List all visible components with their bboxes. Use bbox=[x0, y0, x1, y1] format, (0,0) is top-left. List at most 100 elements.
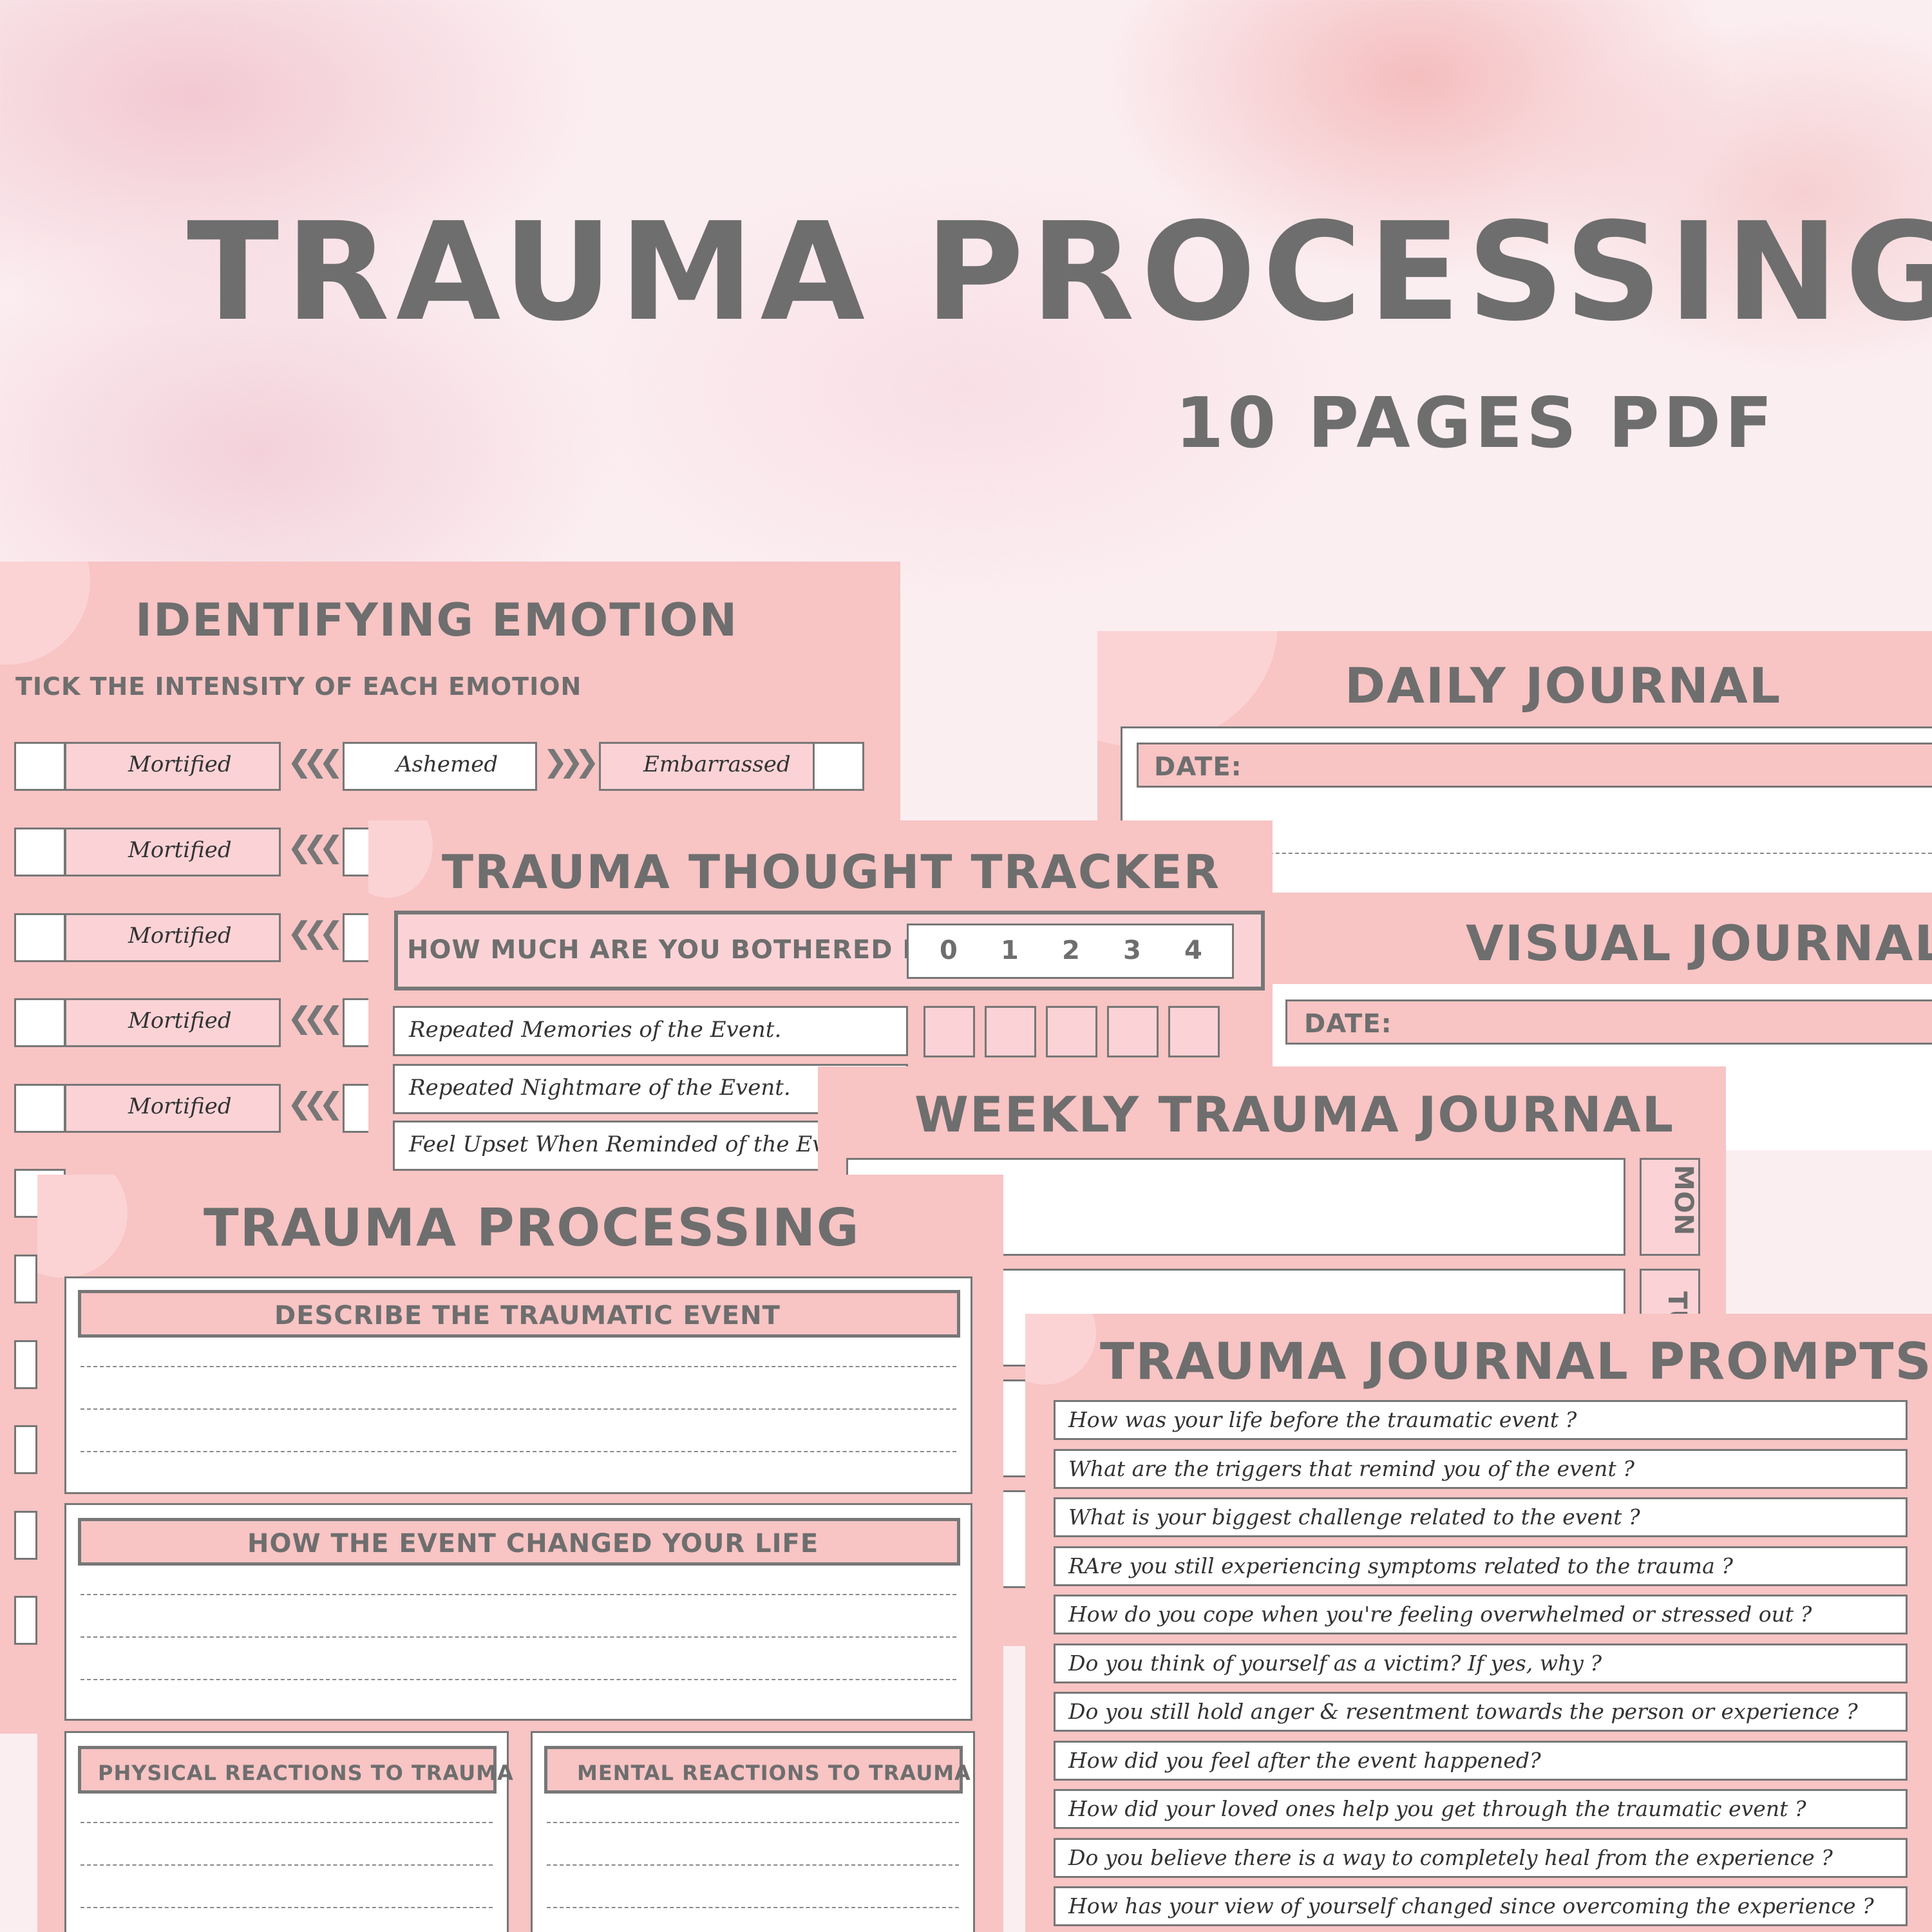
prompt-text: Do you think of yourself as a victim? If… bbox=[1068, 1651, 1602, 1676]
emotion-label-box: Mortified bbox=[64, 742, 281, 791]
rating-box[interactable] bbox=[1107, 1006, 1159, 1057]
decor-blob bbox=[0, 562, 90, 665]
thought-tracker-title: TRAUMA THOUGHT TRACKER bbox=[442, 845, 1221, 899]
tick-box[interactable] bbox=[14, 1255, 37, 1303]
emotion-label: Mortified bbox=[128, 923, 232, 949]
section-header: DESCRIBE THE TRAUMATIC EVENT bbox=[78, 1290, 960, 1338]
prompt-item: How do you cope when you're feeling over… bbox=[1054, 1595, 1908, 1634]
tick-box[interactable] bbox=[14, 998, 66, 1047]
chevron-left-icon: ❮❮❮ bbox=[287, 744, 344, 779]
bother-scale-bar: HOW MUCH ARE YOU BOTHERED BY 0 1 2 3 4 bbox=[394, 911, 1265, 990]
date-field[interactable]: DATE: bbox=[1285, 999, 1932, 1045]
identifying-emotion-instruction: TICK THE INTENSITY OF EACH EMOTION bbox=[15, 672, 582, 701]
writing-line bbox=[547, 1907, 959, 1908]
trauma-processing-page: TRAUMA PROCESSING DESCRIBE THE TRAUMATIC… bbox=[37, 1175, 1003, 1932]
prompt-text: What are the triggers that remind you of… bbox=[1068, 1456, 1634, 1481]
tick-box[interactable] bbox=[14, 1340, 37, 1389]
tick-box[interactable] bbox=[14, 1084, 66, 1133]
prompt-item: What are the triggers that remind you of… bbox=[1054, 1449, 1908, 1489]
emotion-label-box: Mortified bbox=[64, 828, 281, 876]
writing-line bbox=[547, 1822, 959, 1823]
prompt-item: Do you think of yourself as a victim? If… bbox=[1054, 1643, 1908, 1683]
emotion-label-box: Ashemed bbox=[343, 742, 537, 791]
writing-line bbox=[80, 1408, 956, 1410]
scale-value: 2 bbox=[1062, 936, 1081, 965]
prompt-item: What is your biggest challenge related t… bbox=[1054, 1497, 1908, 1537]
date-field[interactable]: DATE: bbox=[1137, 743, 1932, 788]
main-title: TRAUMA PROCESSING bbox=[187, 193, 1932, 351]
emotion-label-box: Mortified bbox=[64, 913, 281, 962]
describe-event-section: DESCRIBE THE TRAUMATIC EVENT bbox=[64, 1276, 972, 1494]
rating-box[interactable] bbox=[1046, 1006, 1097, 1057]
tracker-item-label: Feel Upset When Reminded of the Event. bbox=[409, 1132, 867, 1157]
tick-box[interactable] bbox=[14, 1596, 37, 1645]
daily-journal-title: DAILY JOURNAL bbox=[1345, 657, 1782, 714]
event-changed-life-section: HOW THE EVENT CHANGED YOUR LIFE bbox=[64, 1503, 972, 1721]
prompt-item: Do you still hold anger & resentment tow… bbox=[1054, 1692, 1908, 1732]
rating-box[interactable] bbox=[923, 1006, 975, 1057]
day-label-box: MON bbox=[1640, 1158, 1700, 1256]
writing-line bbox=[80, 1822, 493, 1823]
section-header-label: MENTAL REACTIONS TO TRAUMA bbox=[577, 1761, 971, 1785]
section-header-label: DESCRIBE THE TRAUMATIC EVENT bbox=[274, 1301, 781, 1331]
prompt-item: Do you believe there is a way to complet… bbox=[1054, 1838, 1908, 1878]
prompt-item: How did your loved ones help you get thr… bbox=[1054, 1789, 1908, 1829]
prompt-item: How has your view of yourself changed si… bbox=[1054, 1886, 1908, 1926]
chevron-left-icon: ❮❮❮ bbox=[287, 829, 344, 864]
writing-line bbox=[1121, 853, 1932, 854]
writing-line bbox=[547, 1864, 959, 1866]
scale-value: 0 bbox=[940, 936, 958, 965]
weekly-journal-title: WEEKLY TRAUMA JOURNAL bbox=[914, 1086, 1675, 1143]
writing-line bbox=[80, 1636, 956, 1638]
emotion-label: Mortified bbox=[128, 752, 232, 777]
visual-journal-title: VISUAL JOURNAL bbox=[1466, 914, 1932, 972]
prompt-text: Do you still hold anger & resentment tow… bbox=[1068, 1699, 1858, 1724]
mental-reactions-section: MENTAL REACTIONS TO TRAUMA bbox=[531, 1731, 975, 1932]
prompt-text: How did you feel after the event happene… bbox=[1068, 1748, 1541, 1773]
decor-blob bbox=[1025, 1314, 1096, 1385]
section-header: HOW THE EVENT CHANGED YOUR LIFE bbox=[78, 1518, 960, 1566]
prompt-text: How was your life before the traumatic e… bbox=[1068, 1407, 1577, 1432]
prompt-text: RAre you still experiencing symptoms rel… bbox=[1068, 1553, 1733, 1578]
chevron-right-icon: ❯❯❯ bbox=[543, 744, 600, 779]
emotion-label: Embarrassed bbox=[643, 752, 791, 777]
prompt-text: Do you believe there is a way to complet… bbox=[1068, 1845, 1833, 1870]
rating-box[interactable] bbox=[985, 1006, 1036, 1057]
section-header-label: PHYSICAL REACTIONS TO TRAUMA bbox=[98, 1761, 514, 1785]
bother-question: HOW MUCH ARE YOU BOTHERED BY bbox=[407, 935, 941, 965]
tracker-item-label: Repeated Nightmare of the Event. bbox=[409, 1075, 791, 1101]
scale-value: 4 bbox=[1184, 936, 1203, 965]
decor-blob bbox=[37, 1175, 128, 1278]
tick-box[interactable] bbox=[14, 1425, 37, 1474]
prompt-text: How did your loved ones help you get thr… bbox=[1068, 1796, 1806, 1821]
tracker-item: Repeated Memories of the Event. bbox=[393, 1006, 908, 1056]
prompt-text: What is your biggest challenge related t… bbox=[1068, 1504, 1640, 1530]
day-label: MON bbox=[1669, 1164, 1699, 1236]
chevron-left-icon: ❮❮❮ bbox=[287, 1086, 344, 1121]
scale-value: 1 bbox=[1001, 936, 1019, 965]
emotion-label-box: Embarrassed bbox=[599, 742, 815, 791]
date-label: DATE: bbox=[1154, 752, 1242, 782]
tick-box[interactable] bbox=[14, 1511, 37, 1560]
writing-line bbox=[80, 1864, 493, 1866]
writing-line bbox=[80, 1366, 956, 1367]
tick-box[interactable] bbox=[14, 742, 66, 791]
date-label: DATE: bbox=[1304, 1009, 1392, 1039]
trauma-processing-title: TRAUMA PROCESSING bbox=[204, 1198, 860, 1258]
main-subtitle: 10 PAGES PDF bbox=[1175, 383, 1777, 464]
writing-line bbox=[80, 1451, 956, 1452]
section-header-label: HOW THE EVENT CHANGED YOUR LIFE bbox=[247, 1529, 819, 1558]
emotion-label-box: Mortified bbox=[64, 1084, 281, 1133]
tick-box[interactable] bbox=[14, 913, 66, 962]
chevron-left-icon: ❮❮❮ bbox=[287, 915, 344, 950]
writing-line bbox=[80, 1679, 956, 1680]
tick-box[interactable] bbox=[813, 742, 864, 791]
rating-box[interactable] bbox=[1168, 1006, 1220, 1057]
prompts-title: TRAUMA JOURNAL PROMPTS bbox=[1100, 1333, 1932, 1391]
tracker-item-label: Repeated Memories of the Event. bbox=[409, 1017, 782, 1043]
writing-line bbox=[80, 1594, 956, 1595]
tick-box[interactable] bbox=[14, 828, 66, 876]
writing-line bbox=[80, 1907, 493, 1908]
emotion-label: Mortified bbox=[128, 837, 232, 863]
emotion-label: Mortified bbox=[128, 1008, 232, 1034]
